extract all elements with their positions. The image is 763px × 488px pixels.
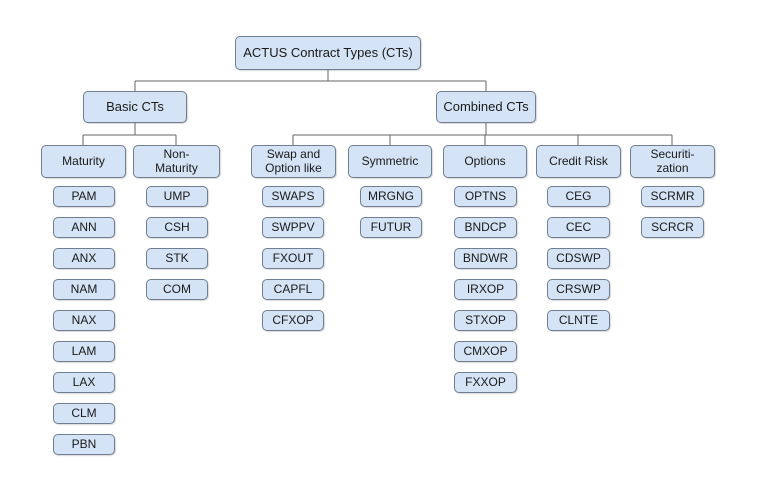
- root-label: ACTUS Contract Types (CTs): [243, 44, 413, 60]
- leaf-label: NAX: [71, 312, 97, 327]
- group-swap-and-option-like: Swap and Option like: [251, 145, 336, 178]
- leaf-label: ANX: [71, 250, 97, 265]
- leaf-node: LAM: [53, 341, 115, 362]
- leaf-label: LAM: [71, 343, 97, 358]
- leaf-node: STK: [146, 248, 208, 269]
- leaf-node: FXXOP: [454, 372, 517, 393]
- leaf-label: UMP: [163, 188, 191, 203]
- leaf-node: BNDWR: [454, 248, 517, 269]
- branch-label: Combined CTs: [443, 98, 529, 114]
- leaf-label: CLM: [71, 405, 97, 420]
- leaf-node: CSH: [146, 217, 208, 238]
- leaf-node: ANX: [53, 248, 115, 269]
- group-label: Options: [464, 153, 506, 168]
- leaf-node: LAX: [53, 372, 115, 393]
- leaf-label: CEC: [565, 219, 592, 234]
- leaf-node: CEC: [547, 217, 610, 238]
- leaf-node: STXOP: [454, 310, 517, 331]
- leaf-label: CEG: [565, 188, 592, 203]
- leaf-node: COM: [146, 279, 208, 300]
- leaf-label: FXOUT: [272, 250, 314, 265]
- leaf-node: SCRCR: [641, 217, 704, 238]
- leaf-node: IRXOP: [454, 279, 517, 300]
- group-options: Options: [443, 145, 527, 178]
- leaf-node: CAPFL: [262, 279, 324, 300]
- group-credit-risk: Credit Risk: [536, 145, 621, 178]
- leaf-label: MRGNG: [368, 188, 414, 203]
- leaf-label: IRXOP: [466, 281, 505, 296]
- leaf-node: PAM: [53, 186, 115, 207]
- leaf-label: CRSWP: [556, 281, 601, 296]
- leaf-label: CDSWP: [556, 250, 601, 265]
- leaf-node: PBN: [53, 434, 115, 455]
- group-label: Symmetric: [361, 153, 419, 168]
- leaf-label: COM: [163, 281, 191, 296]
- group-non-maturity: Non- Maturity: [133, 145, 220, 178]
- group-symmetric: Symmetric: [348, 145, 432, 178]
- leaf-node: CRSWP: [547, 279, 610, 300]
- leaf-label: SWPPV: [271, 219, 315, 234]
- leaf-node: FUTUR: [360, 217, 422, 238]
- leaf-label: STXOP: [465, 312, 506, 327]
- leaf-node: ANN: [53, 217, 115, 238]
- leaf-node: CEG: [547, 186, 610, 207]
- leaf-node: UMP: [146, 186, 208, 207]
- leaf-label: FUTUR: [370, 219, 412, 234]
- leaf-label: CMXOP: [463, 343, 508, 358]
- leaf-node: SWPPV: [262, 217, 324, 238]
- group-maturity: Maturity: [41, 145, 126, 178]
- leaf-label: NAM: [70, 281, 98, 296]
- group-label: Securiti- zation: [650, 146, 695, 175]
- leaf-label: FXXOP: [465, 374, 506, 389]
- group-label: Non- Maturity: [155, 146, 198, 175]
- leaf-node: SWAPS: [262, 186, 324, 207]
- leaf-label: SWAPS: [271, 188, 315, 203]
- group-label: Swap and Option like: [265, 146, 322, 175]
- leaf-label: LAX: [72, 374, 96, 389]
- leaf-node: CDSWP: [547, 248, 610, 269]
- leaf-node: CLM: [53, 403, 115, 424]
- leaf-node: SCRMR: [641, 186, 704, 207]
- root-node: ACTUS Contract Types (CTs): [235, 36, 421, 70]
- group-label: Maturity: [62, 153, 105, 168]
- branch-basic-cts: Basic CTs: [83, 91, 187, 123]
- leaf-node: NAM: [53, 279, 115, 300]
- branch-combined-cts: Combined CTs: [436, 91, 536, 123]
- leaf-node: MRGNG: [360, 186, 422, 207]
- leaf-label: PBN: [71, 436, 97, 451]
- leaf-label: SCRCR: [651, 219, 694, 234]
- leaf-label: STK: [165, 250, 189, 265]
- branch-label: Basic CTs: [106, 98, 164, 114]
- leaf-node: NAX: [53, 310, 115, 331]
- leaf-label: OPTNS: [464, 188, 507, 203]
- leaf-node: BNDCP: [454, 217, 517, 238]
- leaf-node: OPTNS: [454, 186, 517, 207]
- leaf-label: BNDWR: [462, 250, 509, 265]
- leaf-label: SCRMR: [650, 188, 695, 203]
- leaf-node: CLNTE: [547, 310, 610, 331]
- leaf-label: CSH: [164, 219, 190, 234]
- leaf-node: CFXOP: [262, 310, 324, 331]
- group-label: Credit Risk: [549, 153, 608, 168]
- leaf-node: FXOUT: [262, 248, 324, 269]
- leaf-label: CFXOP: [272, 312, 314, 327]
- leaf-label: BNDCP: [464, 219, 507, 234]
- leaf-label: PAM: [71, 188, 97, 203]
- leaf-label: CAPFL: [273, 281, 313, 296]
- leaf-label: ANN: [71, 219, 97, 234]
- group-securitization: Securiti- zation: [630, 145, 715, 178]
- leaf-node: CMXOP: [454, 341, 517, 362]
- leaf-label: CLNTE: [558, 312, 599, 327]
